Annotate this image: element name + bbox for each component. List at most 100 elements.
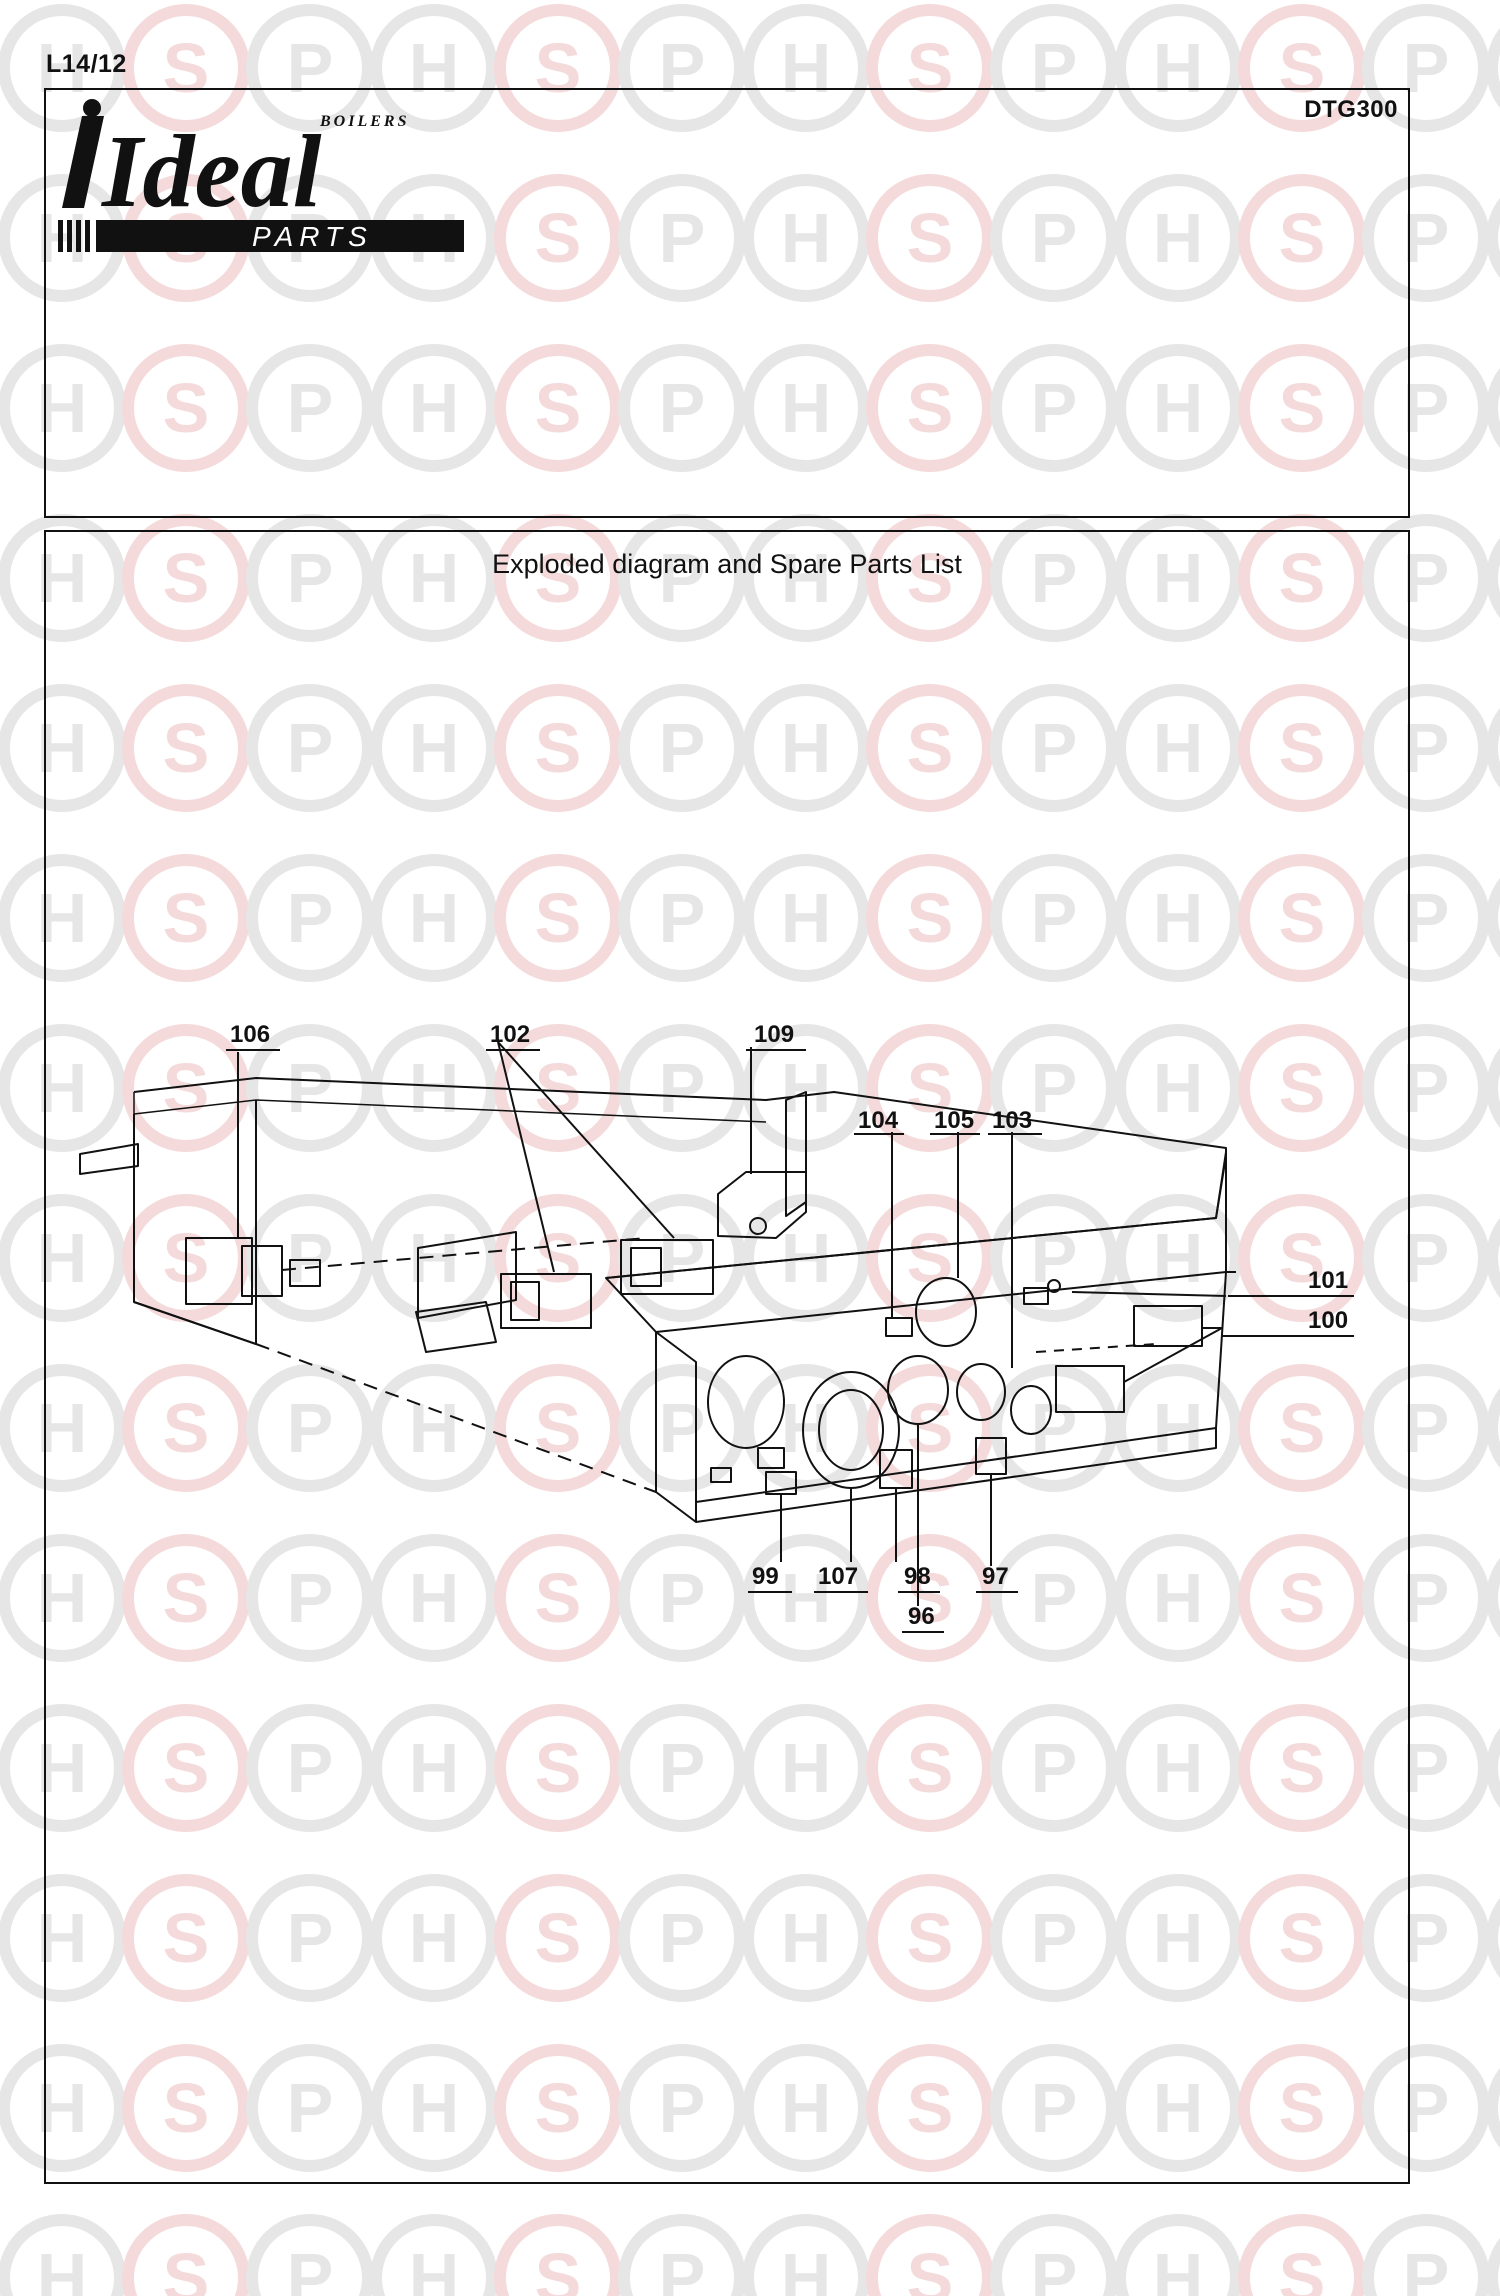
watermark-ring xyxy=(122,1024,250,1152)
watermark-letter: S xyxy=(535,1389,582,1467)
ideal-boilers-parts-logo: Ideal BOILERS PARTS xyxy=(58,99,464,252)
watermark-letter: H xyxy=(781,1729,832,1807)
logo-wordmark: Ideal xyxy=(100,114,322,229)
watermark-letter: P xyxy=(1403,2239,1450,2296)
watermark-letter: P xyxy=(1031,1049,1078,1127)
watermark-ring xyxy=(742,514,870,642)
watermark-ring xyxy=(122,1364,250,1492)
watermark-letter: S xyxy=(907,1899,954,1977)
watermark-letter: S xyxy=(1279,539,1326,617)
watermark-letter: P xyxy=(1403,1729,1450,1807)
watermark-ring xyxy=(122,854,250,982)
watermark-letter: S xyxy=(1279,2239,1326,2296)
relay-102-right-cover xyxy=(630,1247,662,1287)
watermark-ring xyxy=(1486,198,1500,278)
watermark-letter: H xyxy=(409,29,460,107)
watermark-ring xyxy=(990,1194,1118,1322)
watermark-letter: H xyxy=(781,1389,832,1467)
watermark-ring xyxy=(122,2214,250,2296)
watermark-ring xyxy=(1362,1194,1490,1322)
watermark-ring xyxy=(494,1704,622,1832)
watermark-ring xyxy=(1486,1048,1500,1128)
watermark-ring xyxy=(370,854,498,982)
watermark-letter: P xyxy=(659,879,706,957)
watermark-letter: P xyxy=(1403,1899,1450,1977)
callout-96: 96 xyxy=(908,1603,935,1630)
watermark-letter: S xyxy=(1279,1389,1326,1467)
callout-102: 102 xyxy=(490,1021,530,1048)
watermark-letter: P xyxy=(287,1729,334,1807)
watermark-letter: P xyxy=(659,29,706,107)
watermark-letter: S xyxy=(163,369,210,447)
watermark-letter: H xyxy=(1153,709,1204,787)
watermark-letter: S xyxy=(163,1899,210,1977)
watermark-ring xyxy=(866,2044,994,2172)
watermark-letter: P xyxy=(287,539,334,617)
watermark-letter: H xyxy=(409,2069,460,2147)
watermark-ring xyxy=(1238,1194,1366,1322)
page-reference: L14/12 xyxy=(46,50,127,78)
indicator-104 xyxy=(885,1317,913,1337)
watermark-ring xyxy=(742,2214,870,2296)
watermark-ring xyxy=(1114,1194,1242,1322)
watermark-letter: H xyxy=(781,539,832,617)
watermark-ring xyxy=(1114,2214,1242,2296)
component-109-knob xyxy=(749,1217,767,1235)
watermark-ring xyxy=(122,2044,250,2172)
leader-100a xyxy=(1123,1327,1223,1383)
watermark-ring xyxy=(1238,1024,1366,1152)
watermark-letter: S xyxy=(163,539,210,617)
watermark-letter: H xyxy=(1153,879,1204,957)
watermark-ring xyxy=(0,514,126,642)
watermark-letter: S xyxy=(1279,1559,1326,1637)
watermark-ring xyxy=(866,174,994,302)
watermark-letter: H xyxy=(409,1729,460,1807)
watermark-letter: P xyxy=(287,709,334,787)
watermark-letter: S xyxy=(1279,1899,1326,1977)
back-panel-top xyxy=(133,1092,767,1123)
indicator-100-upper xyxy=(1133,1305,1203,1347)
watermark-ring xyxy=(866,4,994,132)
logo-i-stem xyxy=(62,116,104,208)
watermark-letter: H xyxy=(1153,2069,1204,2147)
watermark-ring xyxy=(0,1704,126,1832)
watermark-letter: H xyxy=(1153,1049,1204,1127)
watermark-letter: H xyxy=(1153,369,1204,447)
watermark-ring xyxy=(1362,854,1490,982)
watermark-ring xyxy=(0,1534,126,1662)
watermark-letter: H xyxy=(781,709,832,787)
watermark-letter: S xyxy=(163,29,210,107)
watermark-ring xyxy=(866,1194,994,1322)
watermark-letter: S xyxy=(535,539,582,617)
watermark-letter: P xyxy=(659,1729,706,1807)
watermark-ring xyxy=(0,1364,126,1492)
watermark-ring xyxy=(246,344,374,472)
watermark-ring xyxy=(122,1194,250,1322)
watermark-letter: S xyxy=(1279,709,1326,787)
watermark-letter: H xyxy=(1153,539,1204,617)
watermark-letter: S xyxy=(1279,29,1326,107)
watermark-letter: H xyxy=(1153,29,1204,107)
watermark-letter: P xyxy=(659,2239,706,2296)
watermark-ring xyxy=(1486,1558,1500,1638)
watermark-letter: H xyxy=(1153,2239,1204,2296)
watermark-letter: S xyxy=(163,2069,210,2147)
watermark-letter: P xyxy=(1031,369,1078,447)
watermark-ring xyxy=(122,1704,250,1832)
watermark-ring xyxy=(866,1024,994,1152)
watermark-letter: P xyxy=(1031,29,1078,107)
fascia-face xyxy=(605,1155,1227,1333)
watermark-ring xyxy=(1114,1024,1242,1152)
model-code: DTG300 xyxy=(1304,96,1398,123)
logo-i-dot xyxy=(83,99,101,117)
watermark-letter: S xyxy=(1279,2069,1326,2147)
watermark-ring xyxy=(866,684,994,812)
watermark-letter: P xyxy=(287,1559,334,1637)
watermark-letter: S xyxy=(535,2069,582,2147)
watermark-ring xyxy=(866,1534,994,1662)
part-left-bracket xyxy=(79,1143,139,1175)
watermark-ring xyxy=(866,514,994,642)
watermark-letter: S xyxy=(535,369,582,447)
watermark-ring xyxy=(1486,2238,1500,2296)
